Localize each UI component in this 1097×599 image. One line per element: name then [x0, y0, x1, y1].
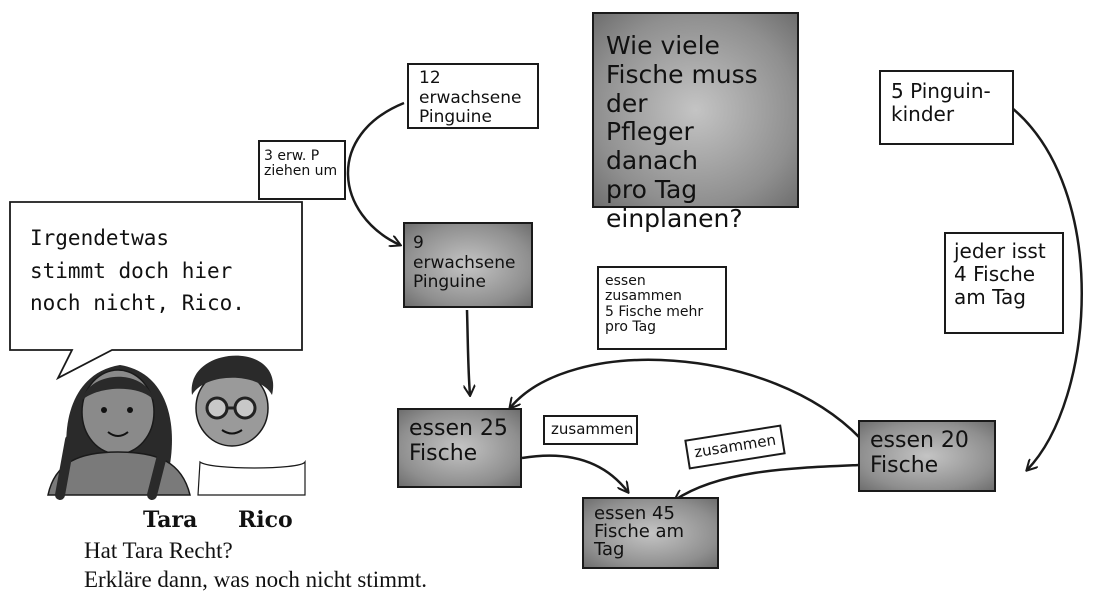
- speech-bubble: [9, 201, 303, 381]
- name-tara: Tara: [143, 507, 198, 533]
- speech-text: Irgendetwas stimmt doch hier noch nicht,…: [30, 226, 245, 316]
- eat-25-box: essen 25 Fische: [397, 408, 522, 488]
- task-instruction: Erkläre dann, was noch nicht stimmt.: [84, 567, 428, 592]
- adult-penguins-box: 12 erwachsene Pinguine: [407, 63, 539, 129]
- arrow-12-to-9: [346, 101, 405, 245]
- arrow-20-to-45: [675, 463, 861, 500]
- penguin-children-box: 5 Pinguin- kinder: [879, 70, 1014, 145]
- eat-20-box: essen 20 Fische: [858, 420, 996, 492]
- question-box: Wie viele Fische muss der Pfleger danach…: [592, 12, 799, 232]
- moving-penguins-label: 3 erw. P ziehen um: [258, 140, 346, 200]
- arrow-20-to-25: [510, 358, 861, 439]
- arrow-kinder-to-20: [1011, 107, 1083, 470]
- name-rico: Rico: [238, 507, 293, 533]
- rico-avatar: [191, 355, 306, 496]
- remaining-adults-box: 9 erwachsene Pinguine: [403, 222, 533, 308]
- eat-45-box: essen 45 Fische am Tag: [582, 497, 719, 569]
- together-label-left: zusammen: [543, 415, 638, 445]
- each-eats-box: jeder isst 4 Fische am Tag: [944, 232, 1064, 334]
- task-question: Hat Tara Recht?: [84, 538, 233, 563]
- arrow-9-to-25: [467, 309, 470, 395]
- tara-avatar: [47, 365, 191, 500]
- together-more-label: essen zusammen 5 Fische mehr pro Tag: [597, 266, 727, 350]
- arrow-25-to-45: [521, 454, 628, 492]
